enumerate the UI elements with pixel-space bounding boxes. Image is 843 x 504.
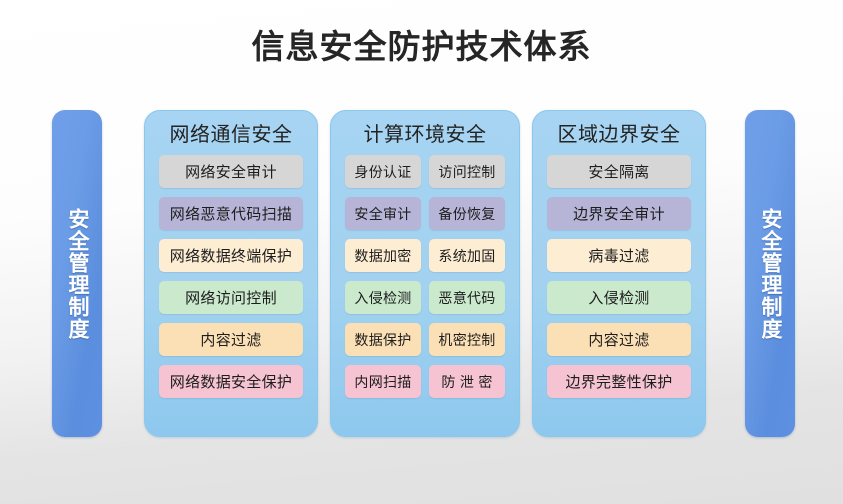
chip-row: 数据保护机密控制 [345,323,505,356]
chip-item[interactable]: 防 泄 密 [429,365,505,398]
chip-row: 入侵检测 [547,281,691,314]
chip-row: 入侵检测恶意代码 [345,281,505,314]
chip-item[interactable]: 网络安全审计 [159,155,303,188]
chip-list: 网络安全审计网络恶意代码扫描网络数据终端保护网络访问控制内容过滤网络数据安全保护 [159,155,303,398]
chip-item[interactable]: 安全审计 [345,197,421,230]
chip-row: 数据加密系统加固 [345,239,505,272]
panel-header: 区域边界安全 [557,124,681,146]
chip-item[interactable]: 安全隔离 [547,155,691,188]
chip-row: 安全隔离 [547,155,691,188]
chip-row: 网络访问控制 [159,281,303,314]
panel-header: 网络通信安全 [169,124,293,146]
panel-header: 计算环境安全 [363,124,487,146]
chip-item[interactable]: 入侵检测 [345,281,421,314]
chip-row: 身份认证访问控制 [345,155,505,188]
side-pillar-left-label: 安全管理制度 [66,207,89,340]
chip-row: 边界完整性保护 [547,365,691,398]
panel-computing-environment-security: 计算环境安全 身份认证访问控制安全审计备份恢复数据加密系统加固入侵检测恶意代码数… [330,110,520,437]
chip-row: 网络数据终端保护 [159,239,303,272]
chip-item[interactable]: 恶意代码 [429,281,505,314]
chip-item[interactable]: 机密控制 [429,323,505,356]
chip-item[interactable]: 网络数据终端保护 [159,239,303,272]
chip-item[interactable]: 备份恢复 [429,197,505,230]
chip-list: 安全隔离边界安全审计病毒过滤入侵检测内容过滤边界完整性保护 [547,155,691,398]
panel-network-communication-security: 网络通信安全 网络安全审计网络恶意代码扫描网络数据终端保护网络访问控制内容过滤网… [144,110,318,437]
chip-row: 病毒过滤 [547,239,691,272]
chip-item[interactable]: 网络恶意代码扫描 [159,197,303,230]
chip-row: 网络安全审计 [159,155,303,188]
side-pillar-right-label: 安全管理制度 [759,207,782,340]
chip-item[interactable]: 网络访问控制 [159,281,303,314]
chip-row: 内容过滤 [159,323,303,356]
side-pillar-right: 安全管理制度 [745,110,795,437]
chip-item[interactable]: 内容过滤 [547,323,691,356]
chip-item[interactable]: 边界完整性保护 [547,365,691,398]
chip-item[interactable]: 访问控制 [429,155,505,188]
page-title: 信息安全防护技术体系 [251,28,592,65]
side-pillar-left: 安全管理制度 [52,110,102,437]
chip-item[interactable]: 病毒过滤 [547,239,691,272]
chip-item[interactable]: 内网扫描 [345,365,421,398]
chip-item[interactable]: 数据加密 [345,239,421,272]
chip-list: 身份认证访问控制安全审计备份恢复数据加密系统加固入侵检测恶意代码数据保护机密控制… [345,155,505,398]
chip-row: 网络数据安全保护 [159,365,303,398]
chip-item[interactable]: 系统加固 [429,239,505,272]
chip-row: 内容过滤 [547,323,691,356]
chip-row: 边界安全审计 [547,197,691,230]
chip-row: 网络恶意代码扫描 [159,197,303,230]
chip-item[interactable]: 身份认证 [345,155,421,188]
chip-item[interactable]: 内容过滤 [159,323,303,356]
chip-item[interactable]: 数据保护 [345,323,421,356]
chip-item[interactable]: 边界安全审计 [547,197,691,230]
chip-item[interactable]: 入侵检测 [547,281,691,314]
panel-area-boundary-security: 区域边界安全 安全隔离边界安全审计病毒过滤入侵检测内容过滤边界完整性保护 [532,110,706,437]
chip-item[interactable]: 网络数据安全保护 [159,365,303,398]
chip-row: 安全审计备份恢复 [345,197,505,230]
chip-row: 内网扫描防 泄 密 [345,365,505,398]
